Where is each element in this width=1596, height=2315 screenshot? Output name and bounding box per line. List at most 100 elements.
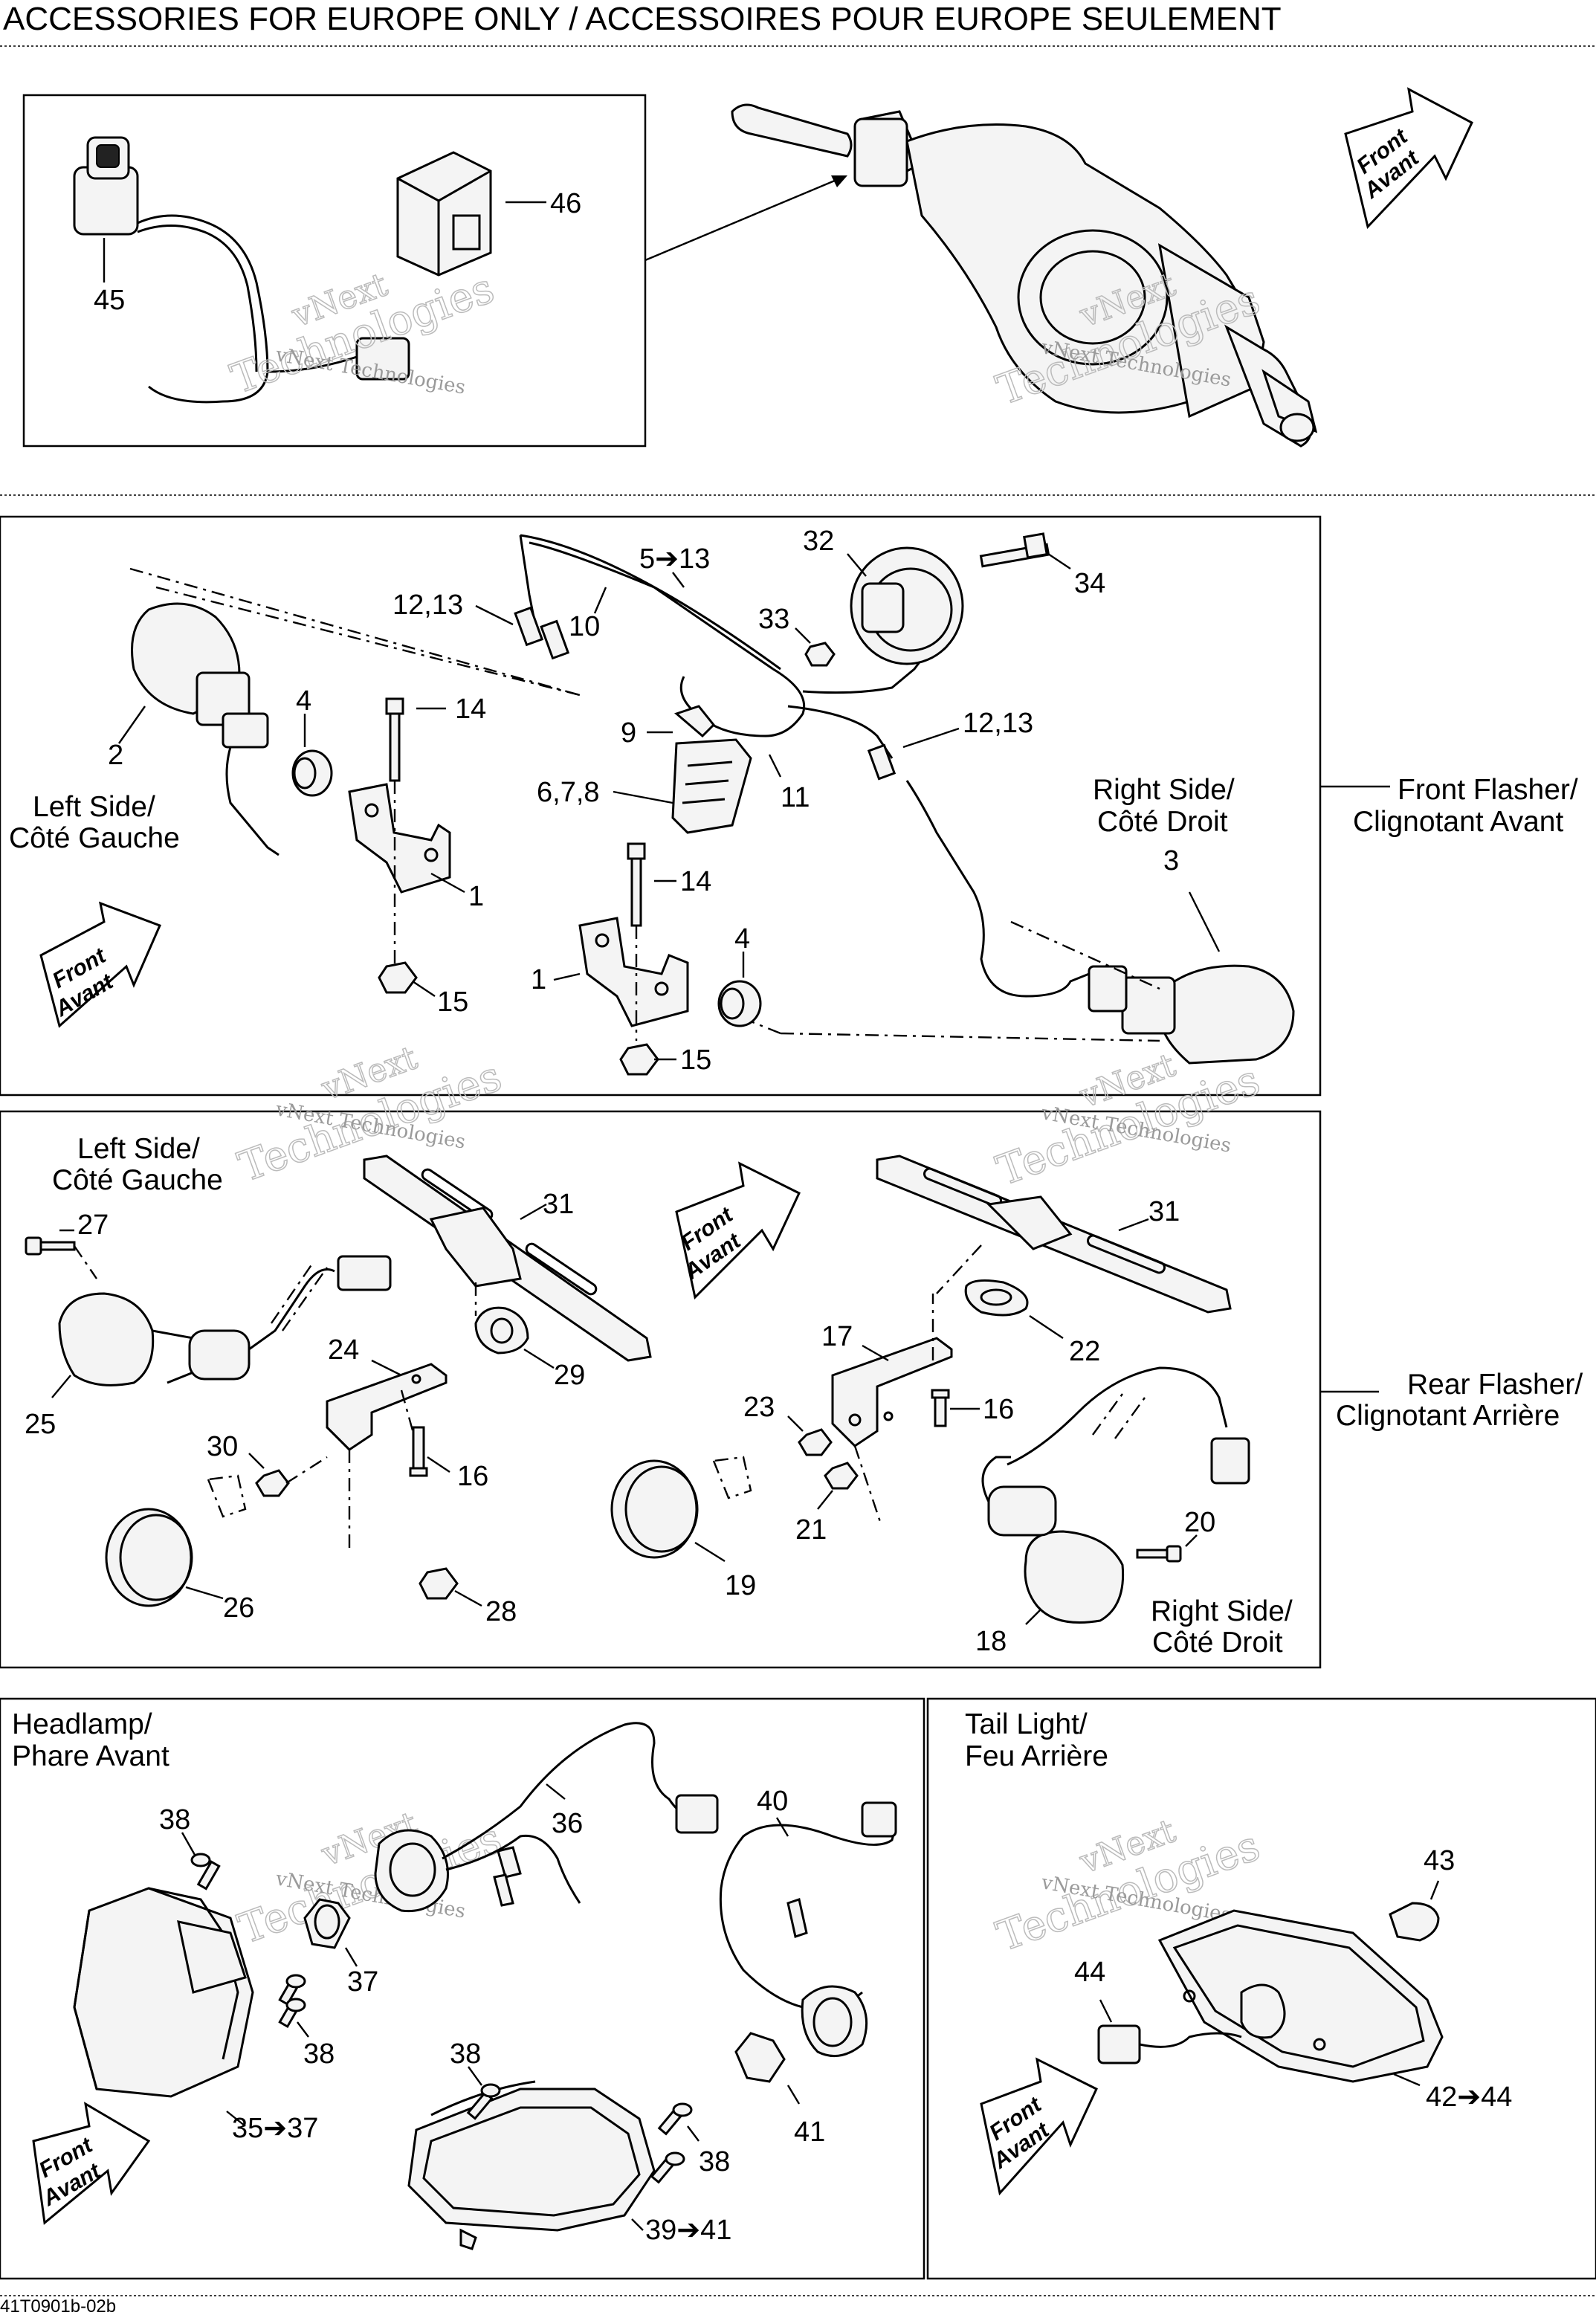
part-1-bracket-left: [348, 783, 451, 894]
callout-2: 2: [108, 740, 123, 771]
part-2-left-flasher: [131, 602, 280, 856]
part-16-screw-left: [409, 1426, 428, 1477]
part-14-bolt-right: [627, 842, 646, 927]
section-front-flasher-fr: Clignotant Avant: [1353, 806, 1563, 838]
callout-35-37: 35➔37: [232, 2113, 318, 2144]
callout-16b: 16: [983, 1394, 1014, 1425]
callout-22: 22: [1069, 1336, 1100, 1367]
callout-38b: 38: [303, 2038, 335, 2070]
callout-20: 20: [1184, 1507, 1215, 1538]
part-31-bar-right: [876, 1155, 1232, 1314]
callout-15a: 15: [437, 987, 468, 1018]
tail-light-panel: [926, 1697, 1596, 2280]
callout-4b: 4: [734, 923, 750, 955]
callout-41: 41: [794, 2117, 825, 2148]
callout-4a: 4: [296, 685, 311, 717]
callout-27: 27: [77, 1210, 109, 1241]
callout-42-44: 42➔44: [1426, 2082, 1512, 2113]
part-39-41-headlamp-lower: [407, 2080, 656, 2250]
callout-16a: 16: [457, 1461, 488, 1492]
callout-32: 32: [803, 526, 834, 557]
part-15-nut-left: [378, 961, 418, 994]
handlebar-assembly: [731, 103, 1318, 448]
footer-code: 41T0901b-02b: [0, 2296, 116, 2315]
part-20-screw: [1136, 1545, 1182, 1563]
callout-38d: 38: [699, 2146, 730, 2177]
right-side-label-2: Right Side/: [1151, 1595, 1293, 1627]
rear-flasher-panel: [0, 1110, 1322, 1669]
part-4-grommet-right: [717, 980, 762, 1027]
left-side-label-2: Left Side/: [77, 1133, 200, 1165]
callout-43: 43: [1424, 1845, 1455, 1876]
callout-36: 36: [552, 1808, 583, 1839]
front-arrow-headlamp: Front Avant: [32, 2102, 151, 2225]
callout-17: 17: [821, 1321, 853, 1352]
part-5-13-harness: [514, 534, 1090, 998]
front-arrow-tail: Front Avant: [980, 2057, 1098, 2196]
section-rear-flasher-fr: Clignotant Arrière: [1336, 1400, 1560, 1432]
callout-14b: 14: [680, 866, 711, 897]
callout-24: 24: [328, 1334, 359, 1366]
section-headlamp: Headlamp/: [12, 1708, 152, 1740]
part-16-screw-right: [931, 1389, 950, 1427]
part-27-bolt: [25, 1236, 76, 1256]
callout-38c: 38: [450, 2038, 481, 2070]
part-46-relay: [396, 151, 492, 277]
part-43-bulb: [1389, 1902, 1440, 1942]
front-arrow-rear: Front Avant: [675, 1161, 801, 1300]
callout-28: 28: [485, 1596, 517, 1627]
callout-6-8: 6,7,8: [537, 777, 600, 808]
part-23-nut: [798, 1428, 833, 1456]
part-32-horn: [850, 546, 964, 665]
part-3-right-flasher: [1088, 964, 1295, 1065]
part-1-bracket-right: [578, 917, 689, 1027]
part-30-nut: [255, 1469, 290, 1497]
part-38-screw-a: [190, 1853, 221, 1891]
part-29-grommet-left: [474, 1306, 529, 1355]
part-38-screw-c: [466, 2083, 501, 2120]
callout-21: 21: [795, 1514, 827, 1546]
callout-10: 10: [569, 611, 600, 642]
callout-5-13: 5➔13: [639, 543, 710, 575]
part-19-lens-right: [610, 1456, 752, 1559]
callout-45: 45: [94, 285, 125, 316]
right-side-fr-label-1: Côté Droit: [1097, 806, 1228, 838]
callout-26: 26: [223, 1592, 254, 1624]
switch-kit-panel: 46 45: [22, 94, 647, 448]
watermark-4: vNext Technologies vNext Technologies: [990, 1045, 1267, 1195]
front-arrow-front-flasher: Front Avant: [39, 901, 162, 1028]
section-tail-light: Tail Light/: [965, 1708, 1088, 1740]
callout-3: 3: [1163, 845, 1179, 876]
right-side-fr-label-2: Côté Droit: [1152, 1627, 1283, 1659]
part-45-switch: [73, 136, 410, 404]
part-4-grommet-left: [291, 749, 333, 797]
part-14-bolt-left: [385, 697, 404, 782]
section-tail-light-fr: Feu Arrière: [965, 1740, 1108, 1772]
callout-29: 29: [554, 1360, 585, 1391]
section-headlamp-fr: Phare Avant: [12, 1740, 169, 1772]
callout-39-41: 39➔41: [645, 2215, 731, 2246]
part-6-8-connector: [671, 705, 752, 834]
left-side-label-1: Left Side/: [33, 791, 155, 823]
part-28-nut: [419, 1567, 459, 1600]
callout-30: 30: [207, 1431, 238, 1462]
callout-23: 23: [743, 1392, 775, 1423]
page-title: ACCESSORIES FOR EUROPE ONLY / ACCESSOIRE…: [3, 1, 1282, 37]
callout-15b: 15: [680, 1045, 711, 1076]
part-33-nut: [804, 642, 836, 667]
callout-1b: 1: [531, 964, 546, 995]
headlamp-panel: [0, 1697, 925, 2280]
part-21-nut: [824, 1462, 859, 1490]
part-41-bulb: [734, 1985, 868, 2083]
callout-11: 11: [781, 782, 810, 813]
section-rear-flasher: Rear Flasher/: [1407, 1369, 1583, 1401]
part-31-bar-left: [363, 1155, 652, 1362]
callout-9: 9: [621, 717, 636, 749]
callout-40: 40: [757, 1786, 788, 1817]
callout-25: 25: [25, 1409, 56, 1440]
callout-31a: 31: [543, 1189, 574, 1220]
section-front-flasher: Front Flasher/: [1398, 774, 1578, 806]
pointer-line: [644, 177, 841, 262]
callout-14a: 14: [455, 694, 486, 725]
